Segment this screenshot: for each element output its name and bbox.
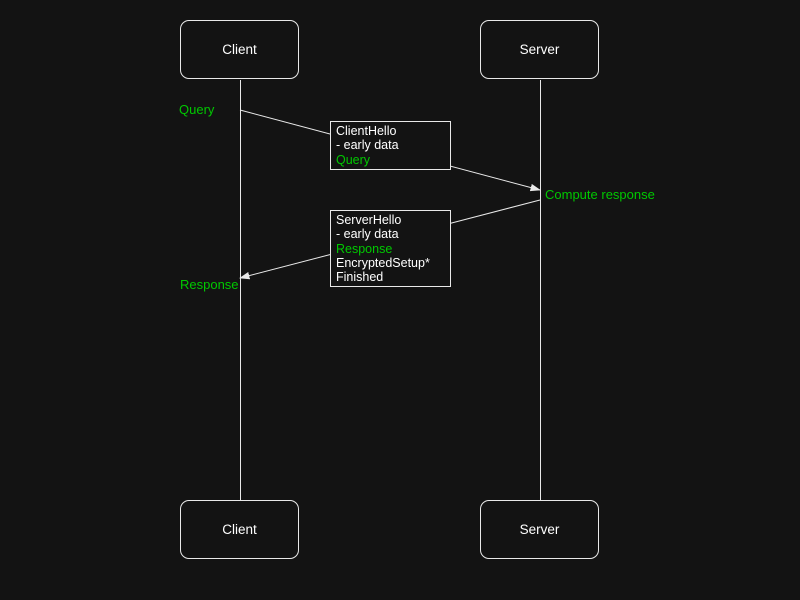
response-label: Response [180, 277, 239, 292]
message-line: Response [336, 241, 393, 256]
actor-label: Client [222, 42, 257, 57]
actor-client-bottom: Client [180, 500, 299, 559]
message-line: ClientHello [336, 124, 397, 138]
actor-label: Server [519, 522, 560, 537]
actor-server-top: Server [480, 20, 599, 79]
actor-server-bottom: Server [480, 500, 599, 559]
actor-label: Server [519, 42, 560, 57]
message-line: ServerHello [336, 213, 402, 227]
message-line: - early data [336, 227, 399, 242]
message-line: Query [336, 152, 371, 167]
compute-response-label: Compute response [545, 187, 655, 202]
actor-client-top: Client [180, 20, 299, 79]
message-line: - early data [336, 138, 399, 153]
query-label: Query [179, 102, 215, 117]
actor-label: Client [222, 522, 257, 537]
server-hello-message-box: ServerHello - early data Response Encryp… [330, 210, 451, 288]
message-line: EncryptedSetup* [336, 255, 430, 270]
message-line: Finished [336, 270, 384, 285]
client-hello-message-box: ClientHello - early data Query [330, 121, 451, 170]
